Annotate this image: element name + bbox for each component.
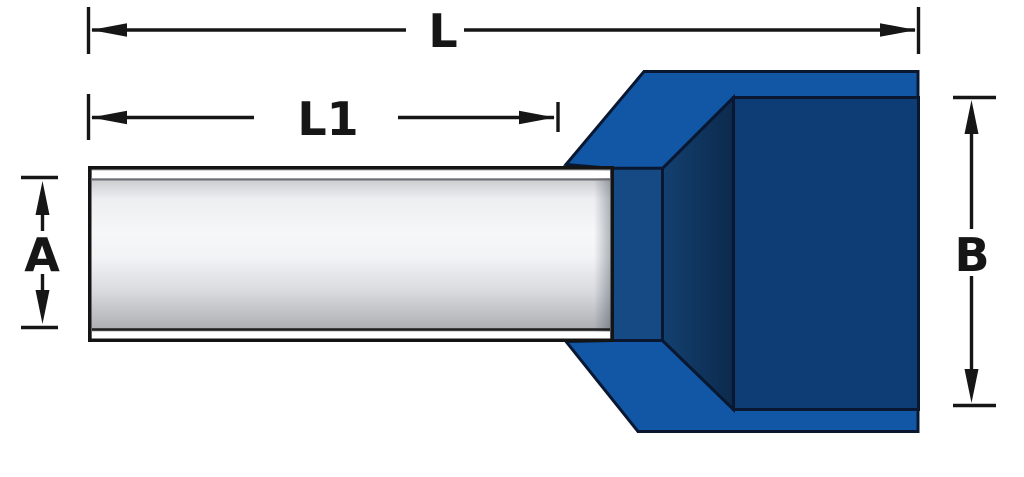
dim-a-label: A: [24, 228, 60, 282]
dim-b-arrow-down: [964, 369, 979, 403]
dim-b-label: B: [954, 228, 989, 282]
dim-l1-arrow-left: [91, 110, 127, 125]
collar-body: [562, 70, 920, 433]
collar-front-face: [732, 96, 920, 411]
dim-l1-arrow-right: [519, 110, 555, 125]
metal-sleeve: [88, 166, 614, 342]
dim-a-arrow-up: [35, 181, 50, 215]
sleeve-bottom-highlight: [92, 331, 610, 339]
dim-b-arrow-up: [964, 100, 979, 134]
dim-l-arrow-right: [880, 23, 916, 37]
sleeve-end-shade: [594, 170, 611, 338]
dimension-sleeve-diameter: A: [21, 175, 60, 330]
sleeve-tube: [88, 166, 614, 342]
dim-a-arrow-down: [35, 290, 50, 324]
dim-l1-label: L1: [297, 92, 358, 146]
dimension-sleeve-length: L1: [86, 92, 560, 146]
collar-entry-strip: [611, 166, 664, 342]
dim-l-arrow-left: [91, 23, 127, 37]
dimension-collar-width: B: [953, 95, 996, 408]
dim-l-label: L: [428, 4, 457, 58]
dimension-overall-length: L: [86, 4, 921, 58]
sleeve-top-highlight: [92, 170, 610, 178]
